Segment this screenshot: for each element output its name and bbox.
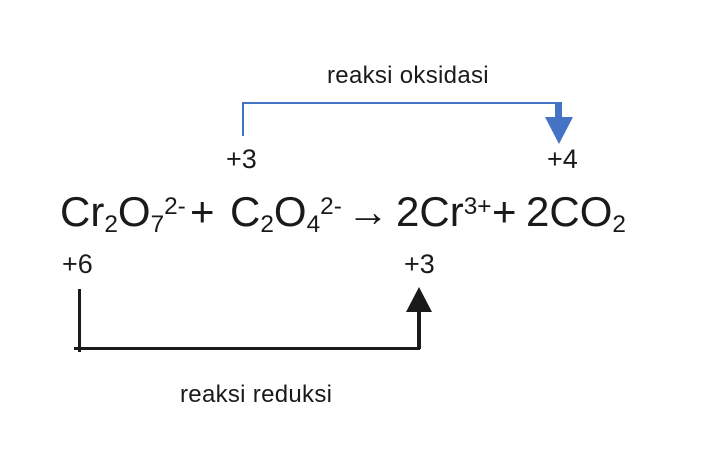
equation-term-chromium-ion: 2Cr3+ [396,191,491,233]
formula-subscript: 7 [150,210,165,238]
equation-term-carbon-dioxide: 2CO2 [526,188,626,237]
reduction-state-from: +6 [62,249,93,279]
formula-part: Cr [60,188,105,235]
formula-subscript: 2 [612,210,626,238]
reduction-label: reaksi reduksi [180,381,333,408]
formula-subscript: 2 [104,210,118,238]
formula-part: O [117,188,151,235]
formula-superscript: 3+ [463,192,492,220]
formula-part: 2CO [526,188,613,235]
oxidation-bracket-line [242,102,562,104]
oxidation-bracket-start-tick [242,102,244,136]
formula-subscript: 4 [306,210,321,238]
oxidation-arrow-down-icon [545,117,573,144]
reduction-arrow-stem [417,311,421,349]
formula-subscript: 2 [260,210,274,238]
reduction-state-to: +3 [404,249,435,279]
formula-superscript: 2- [164,192,186,220]
equation-term-dichromate: Cr2O72- [60,188,186,237]
reduction-bracket-start-tick [78,289,81,352]
reaction-arrow-icon: → [347,188,389,235]
equation-term-oxalate: C2O42- [230,188,342,237]
equation-plus-sign: + [190,188,215,235]
oxidation-label: reaksi oksidasi [327,62,489,89]
formula-part: 2Cr [396,188,464,235]
oxidation-arrow-stem [555,102,562,119]
formula-part: C [230,188,261,235]
oxidation-state-from: +3 [226,144,257,174]
formula-part: O [273,188,307,235]
equation-plus-sign: + [492,188,517,235]
oxidation-state-to: +4 [547,144,578,174]
formula-superscript: 2- [320,192,342,220]
reduction-arrow-up-icon [406,287,432,312]
reduction-bracket-line [74,347,420,350]
